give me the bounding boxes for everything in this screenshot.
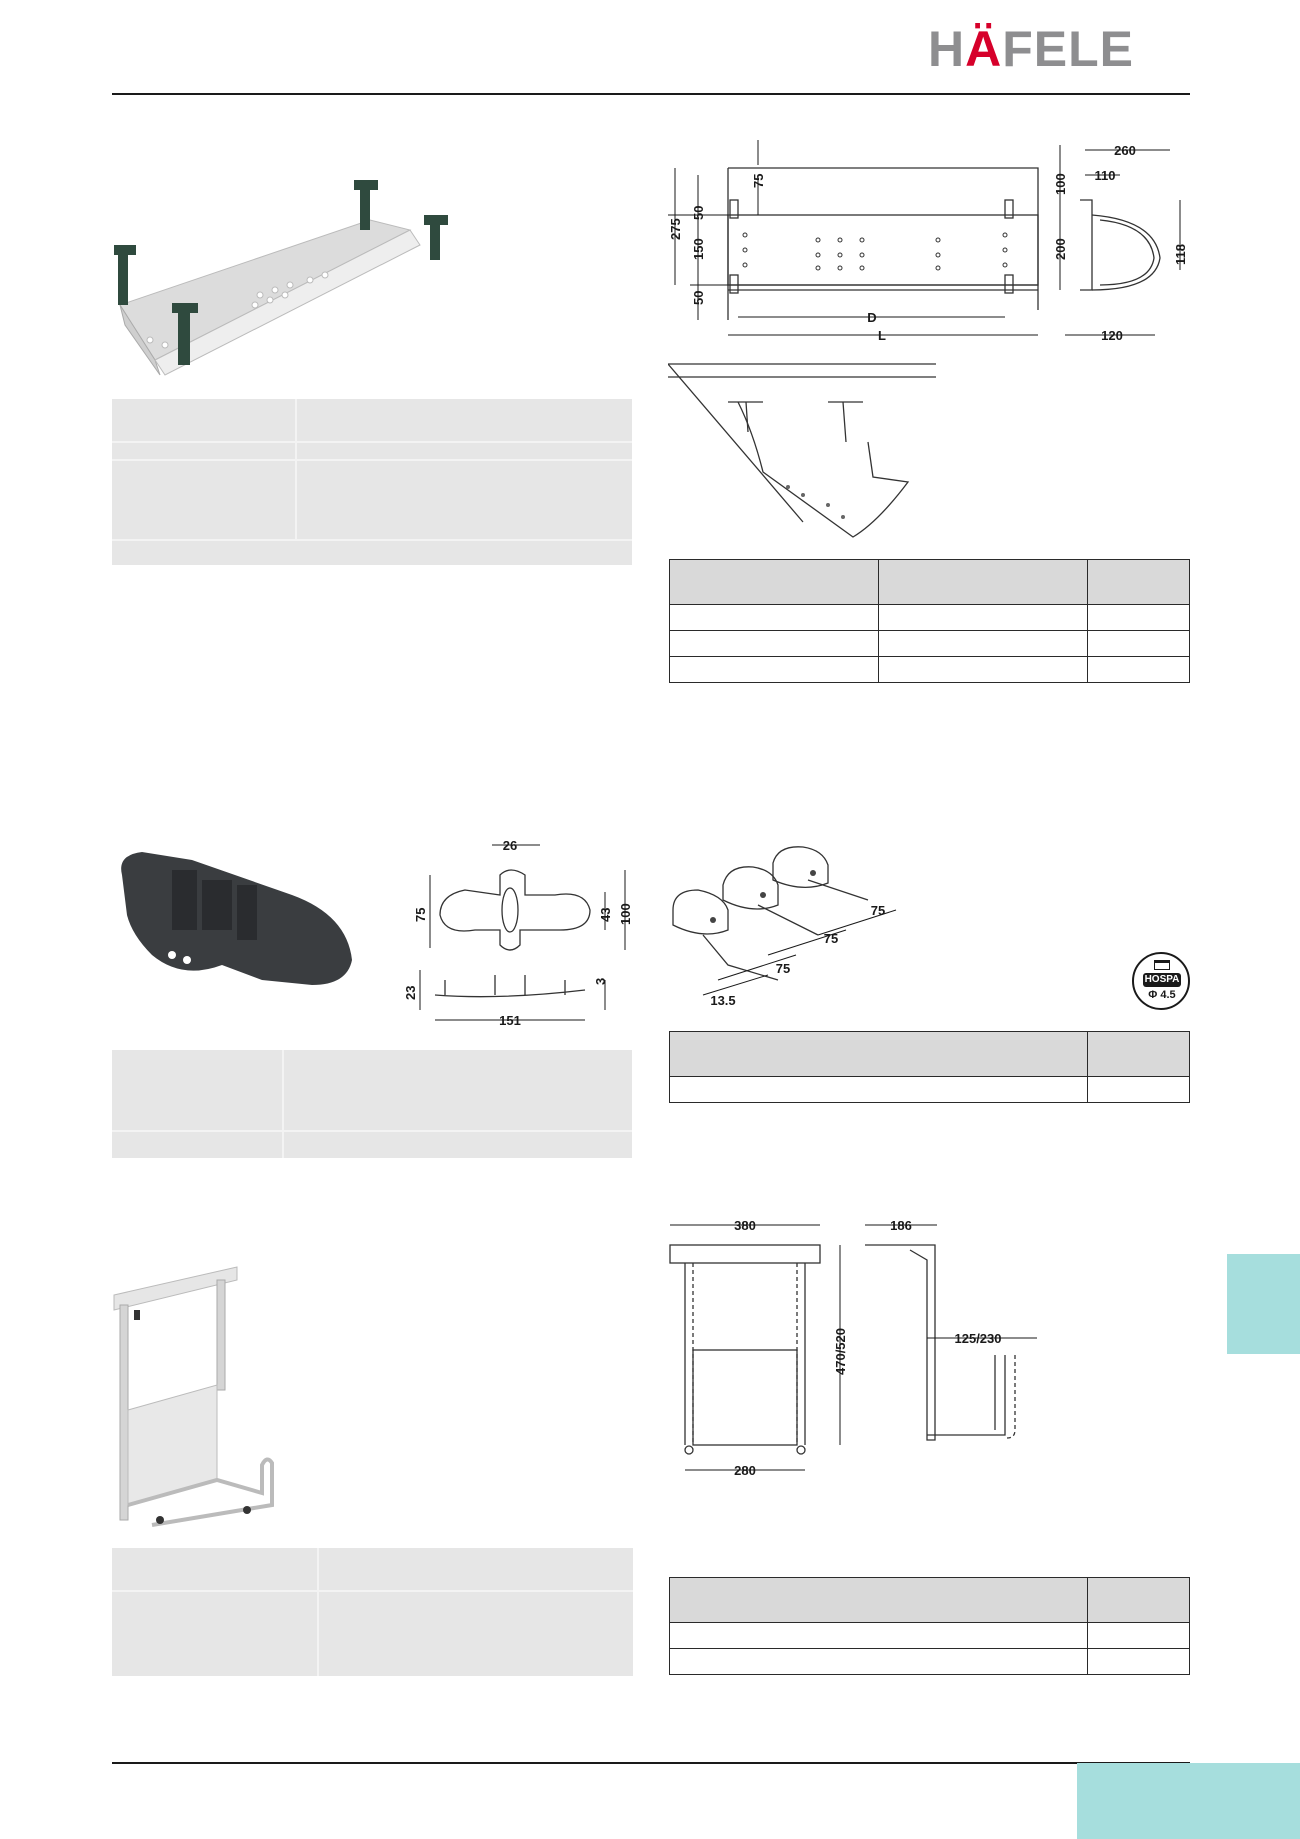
dim-150: 150 bbox=[691, 238, 706, 260]
cable-clip-photo bbox=[121, 852, 352, 985]
dim-280: 280 bbox=[734, 1463, 756, 1478]
dim-43: 43 bbox=[598, 908, 613, 922]
dim-50-bottom: 50 bbox=[691, 291, 706, 305]
dim-50-top: 50 bbox=[691, 206, 706, 220]
dim-3: 3 bbox=[593, 978, 608, 985]
cpu-spec-panel bbox=[112, 1548, 633, 1676]
dim-275: 275 bbox=[668, 218, 683, 240]
cpu-holder-drawing: 380 186 470/520 125/230 280 bbox=[669, 1218, 1037, 1478]
dim-26: 26 bbox=[503, 838, 517, 853]
cable-tray-photo bbox=[114, 180, 448, 376]
dim-120: 120 bbox=[1101, 328, 1123, 343]
tray-installation-sketch bbox=[668, 363, 936, 538]
hafele-logo: HÄFELE bbox=[928, 24, 1190, 74]
brand-suffix: FELE bbox=[1002, 21, 1135, 77]
dim-L: L bbox=[878, 328, 886, 343]
dim-75-clip: 75 bbox=[413, 908, 428, 922]
screw-head-icon bbox=[1154, 960, 1170, 970]
dim-100: 100 bbox=[1053, 173, 1068, 195]
brand-wordmark: HÄFELE bbox=[928, 24, 1190, 74]
dim-125-230: 125/230 bbox=[955, 1331, 1002, 1346]
dim-151: 151 bbox=[499, 1013, 521, 1028]
hospa-screw-badge: HOSPA Φ 4.5 bbox=[1132, 952, 1190, 1010]
cable-clip-drawing: 26 75 43 100 23 3 151 bbox=[403, 838, 633, 1028]
dim-23: 23 bbox=[403, 986, 418, 1000]
dim-186: 186 bbox=[890, 1218, 912, 1233]
dim-100-clip: 100 bbox=[618, 903, 633, 925]
clip-spec-panel bbox=[112, 1050, 632, 1158]
dim-75-c: 75 bbox=[776, 961, 790, 976]
hospa-size: Φ 4.5 bbox=[1148, 989, 1176, 1001]
header-rule bbox=[112, 93, 1190, 95]
dim-110: 110 bbox=[1095, 168, 1116, 183]
footer-rule bbox=[112, 1762, 1190, 1764]
dim-200: 200 bbox=[1053, 238, 1068, 260]
clip-row-drawing: 75 75 75 13.5 bbox=[672, 846, 897, 1008]
footer-tab bbox=[1077, 1763, 1300, 1839]
tray-article-table bbox=[669, 559, 1190, 683]
dim-D: D bbox=[867, 310, 876, 325]
hospa-label: HOSPA bbox=[1143, 973, 1181, 987]
dim-75-b: 75 bbox=[824, 931, 838, 946]
dim-260: 260 bbox=[1114, 143, 1136, 158]
cpu-holder-photo bbox=[113, 1266, 274, 1527]
brand-accent: Ä bbox=[965, 21, 1003, 77]
tray-dimension-drawing: 75 275 50 150 50 D L 260 110 100 200 118… bbox=[668, 140, 1188, 343]
dim-75-a: 75 bbox=[871, 903, 885, 918]
cpu-article-table bbox=[669, 1577, 1190, 1675]
dim-13-5: 13.5 bbox=[710, 993, 735, 1008]
section-tab[interactable] bbox=[1227, 1254, 1300, 1354]
tray-spec-panel bbox=[112, 399, 632, 565]
dim-380: 380 bbox=[734, 1218, 756, 1233]
dim-118: 118 bbox=[1173, 244, 1188, 265]
brand-prefix: H bbox=[928, 21, 966, 77]
dim-75: 75 bbox=[751, 174, 766, 188]
clip-article-table bbox=[669, 1031, 1190, 1103]
dim-470-520: 470/520 bbox=[833, 1328, 848, 1375]
